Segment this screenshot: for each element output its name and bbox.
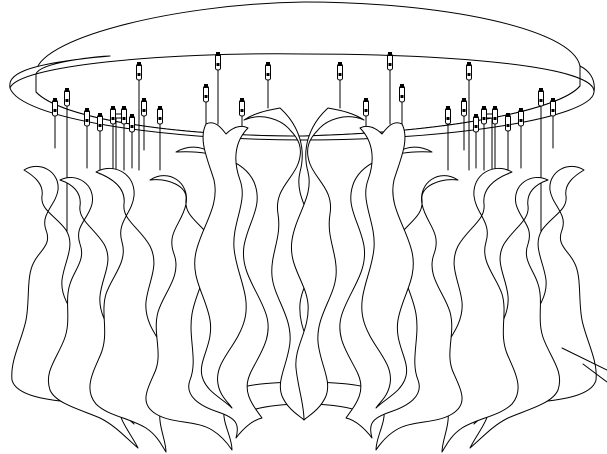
canopy-edge: [9, 53, 595, 93]
hanger-clip-right-4: [505, 113, 511, 136]
hanger-clip-right-12: [387, 52, 393, 75]
hanger-clip-right-9: [461, 98, 467, 121]
panel-left-7: [194, 122, 249, 409]
panel-right-7: [359, 122, 414, 409]
panel-left-6: [243, 107, 318, 421]
hanger-clip-left-7: [129, 114, 135, 137]
hanger-clip-left-10: [157, 106, 163, 129]
hanger-clip-left-13: [239, 98, 245, 121]
panel-right-6: [290, 107, 365, 421]
hanger-clip-left-8: [136, 62, 142, 85]
hanger-clip-right-6: [481, 106, 487, 129]
hanger-clip-right-3: [518, 108, 524, 131]
hanger-clip-right-14: [337, 62, 343, 85]
hanging-panels: [11, 107, 597, 453]
hanger-clip-left-6: [121, 106, 127, 129]
hanger-clip-right-1: [550, 98, 556, 121]
hanger-clip-left-4: [97, 113, 103, 136]
canopy-rim: [9, 55, 595, 141]
hanger-clip-left-3: [84, 108, 90, 131]
hanger-clip-left-5: [110, 106, 116, 129]
hanger-clip-left-12: [215, 52, 221, 75]
hanger-clip-right-5: [492, 106, 498, 129]
hanger-clip-right-8: [466, 62, 472, 85]
ceiling-canopy: [9, 1, 595, 141]
hanger-clip-right-10: [445, 106, 451, 129]
hanger-clip-left-9: [141, 98, 147, 121]
hanger-clip-left-14: [265, 62, 271, 85]
hanger-clip-right-7: [473, 114, 479, 137]
hanger-clip-left-11: [203, 84, 209, 107]
leader-line: [561, 347, 607, 383]
hanger-clip-right-13: [363, 98, 369, 121]
hanger-clips: [52, 52, 556, 137]
hanger-clip-right-2: [538, 88, 544, 111]
hanger-clip-left-1: [52, 98, 58, 121]
hanger-clip-right-11: [399, 84, 405, 107]
hanger-clip-left-2: [64, 88, 70, 111]
